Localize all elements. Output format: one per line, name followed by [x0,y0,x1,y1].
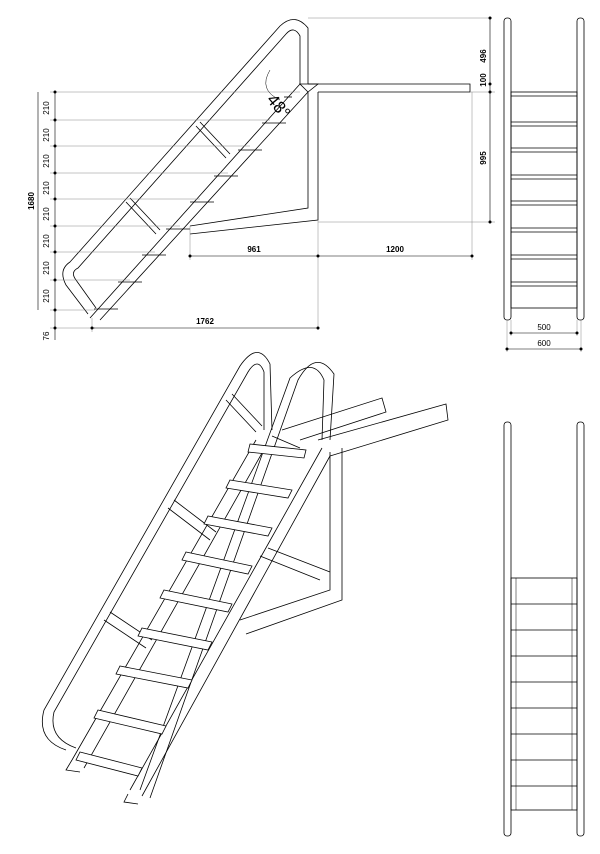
front-stair-body [510,91,578,309]
outer-width-label: 600 [537,339,551,348]
run-upper-label: 961 [247,245,261,254]
rise-label-4: 210 [42,181,51,195]
lower-treads [511,603,577,787]
upper-height-label: 995 [479,151,488,165]
iso-handrail-right-inner [139,367,325,791]
rise-label-1: 210 [42,101,51,115]
iso-handrail-right-outer [149,362,335,799]
support-frame-inner [189,92,319,235]
isometric-view [41,352,449,805]
rise-label-6: 210 [42,234,51,248]
support-frame [189,92,309,227]
iso-stringer-right [129,447,331,797]
lower-post-left [503,421,512,837]
iso-feet [65,759,139,805]
angle-label: 48° [263,90,294,122]
rise-label-3: 210 [42,154,51,168]
front-view: 500 600 [503,17,585,352]
iso-handrail-left-inner [52,363,265,749]
rise-label-7: 210 [42,261,51,275]
iso-handrail-left-outer [41,352,273,751]
run-total-label: 1762 [196,317,214,326]
handrail-outer [62,19,309,315]
side-view: 210 210 210 210 210 210 210 210 76 1680 … [27,16,495,340]
iso-support-brace [259,547,331,581]
platform-length-label: 1200 [386,245,404,254]
platform-beam [308,83,471,93]
iso-beam-back [281,397,387,441]
handrail-inner [73,29,301,309]
right-height-dims [308,16,495,224]
rise-dimension-stack [50,90,300,340]
rail-braces [125,121,231,235]
iso-support [239,448,343,635]
front-post-right [576,17,585,321]
horizontal-dims [90,92,474,332]
total-height-label: 1680 [27,192,36,210]
iso-beam-front [317,403,449,457]
platform-joint [299,83,320,93]
lower-stair-body [510,577,578,811]
step-treads [94,96,292,310]
inner-width-label: 500 [537,323,551,332]
front-post-left [503,17,512,321]
rise-label-2: 210 [42,128,51,142]
bottom-offset-label: 76 [42,331,51,340]
angle-arc [265,69,281,101]
iso-treads [75,443,307,777]
rise-label-5: 210 [42,207,51,221]
lower-post-right [576,421,585,837]
front-treads [511,95,577,287]
front-view-lower [503,421,585,837]
rise-label-8: 210 [42,289,51,303]
overhang-label: 496 [479,49,488,63]
top-offset-label: 100 [479,73,488,87]
